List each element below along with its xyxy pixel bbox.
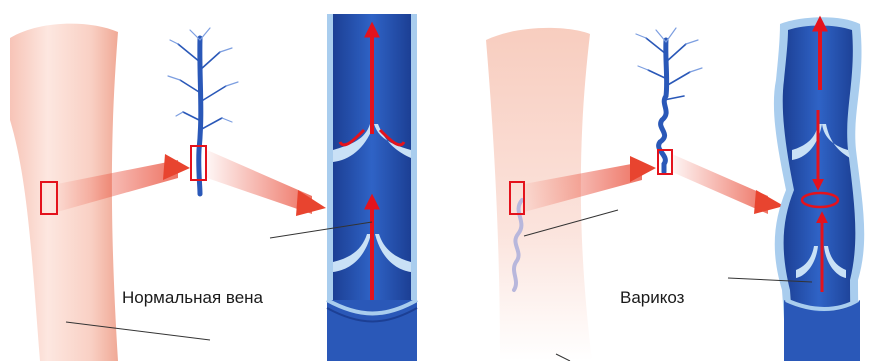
- normal-vein-panel: [10, 14, 417, 361]
- varicose-label: Варикоз: [620, 288, 684, 308]
- varicose-vein-panel: [486, 17, 864, 361]
- varicose-vein-cross-section: [774, 17, 864, 361]
- normal-vein-cross-section: [327, 14, 417, 361]
- normal-vein-label: Нормальная вена: [122, 288, 263, 308]
- varicose-zoom-beam-2: [672, 154, 768, 214]
- normal-zoom-beam-2: [207, 150, 312, 214]
- varicose-zoom-arrow-1: [630, 156, 656, 182]
